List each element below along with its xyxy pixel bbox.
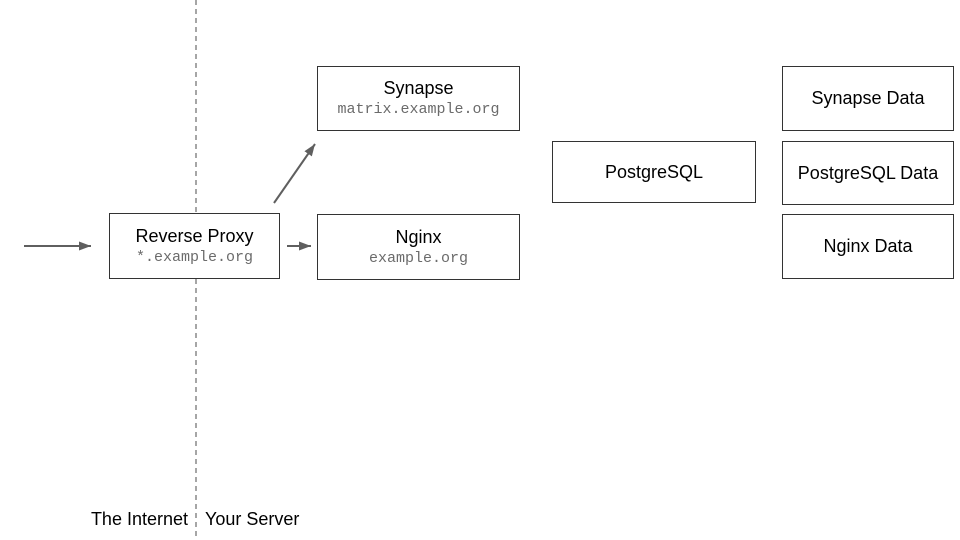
zone-label-your-server: Your Server — [205, 509, 300, 529]
proxy-to-synapse-arrow — [273, 143, 316, 204]
node-title: Synapse Data — [811, 88, 925, 108]
node-postgresql: PostgreSQL — [552, 141, 756, 203]
node-domain: matrix.example.org — [337, 101, 500, 118]
node-title: PostgreSQL — [604, 161, 704, 182]
node-title: Nginx Data — [823, 236, 913, 256]
node-synapse: Synapse matrix.example.org — [317, 66, 520, 131]
zone-label-internet: The Internet — [90, 509, 188, 529]
node-nginx: Nginx example.org — [317, 214, 520, 280]
node-postgresql-data: PostgreSQL Data — [782, 141, 954, 205]
node-domain: example.org — [368, 249, 469, 267]
node-nginx-data: Nginx Data — [782, 214, 954, 279]
node-title: Synapse — [383, 78, 454, 98]
node-title: Nginx — [395, 226, 442, 247]
node-synapse-data: Synapse Data — [782, 66, 954, 131]
node-title: PostgreSQL Data — [797, 162, 939, 183]
node-domain: *.example.org — [135, 248, 254, 266]
node-reverse-proxy: Reverse Proxy *.example.org — [109, 213, 280, 279]
node-title: Reverse Proxy — [135, 225, 254, 246]
